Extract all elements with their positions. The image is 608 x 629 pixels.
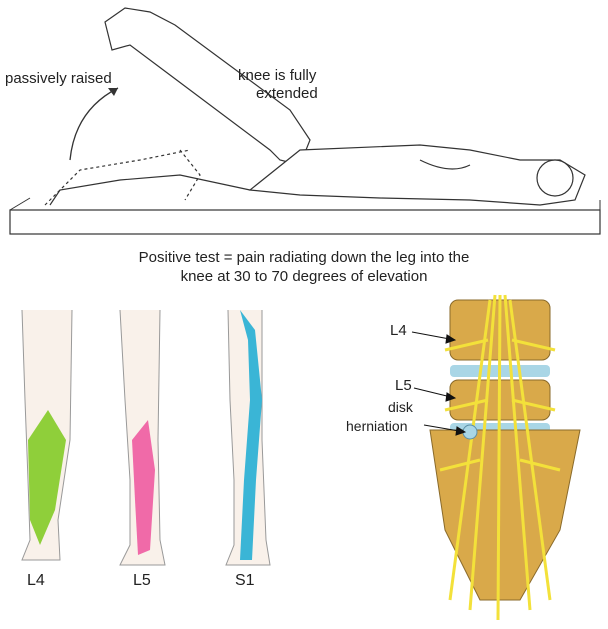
exam-table [9,197,601,235]
passively-raised-label: passively raised [5,70,112,87]
dermatome-label-s1: S1 [235,572,255,589]
raise-arrow [69,87,119,161]
dermatome-label-l4: L4 [27,572,45,589]
spine-label-l5: L5 [395,377,412,394]
dermatome-leg-l4 [21,309,73,561]
caption-line2: knee at 30 to 70 degrees of elevation [180,268,428,285]
disk-herniation-label-line1: disk [388,399,413,415]
patient-figure [44,7,586,206]
knee-label-line2: extended [256,85,318,102]
dermatome-leg-s1 [225,309,271,566]
spine-label-l4: L4 [390,322,407,339]
label-arrows [411,331,467,436]
dermatome-label-l5: L5 [133,572,151,589]
dermatome-leg-l5 [119,309,166,566]
disk-herniation-label-line2: herniation [346,418,408,434]
caption-line1: Positive test = pain radiating down the … [138,249,470,266]
lumbar-spine-illustration [429,294,581,621]
knee-label-line1: knee is fully [238,67,317,84]
